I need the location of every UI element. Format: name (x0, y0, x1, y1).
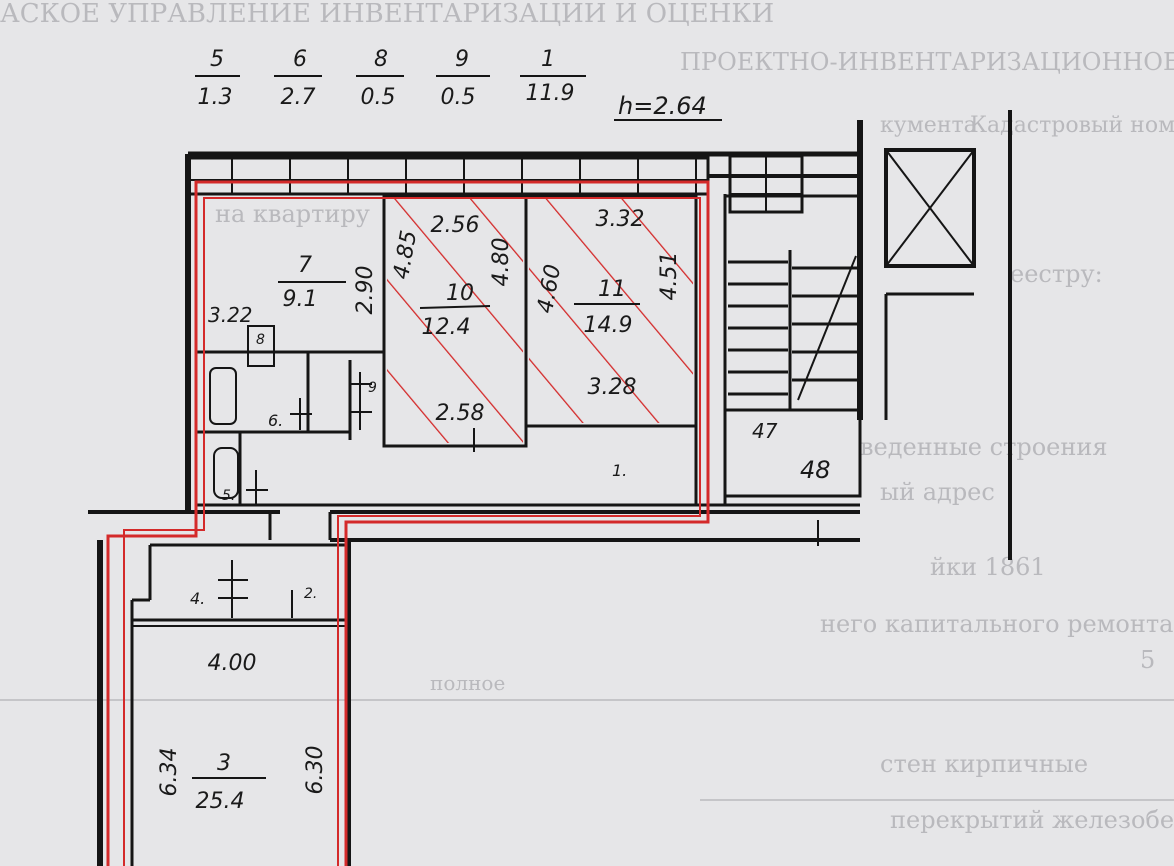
svg-text:2.58: 2.58 (436, 401, 485, 426)
svg-text:6: 6 (293, 47, 307, 72)
svg-text:ПРОЕКТНО-ИНВЕНТАРИЗАЦИОННОЕ БЮ: ПРОЕКТНО-ИНВЕНТАРИЗАЦИОННОЕ БЮРО ГИБ Цен… (680, 48, 1174, 76)
svg-text:на квартиру: на квартиру (215, 200, 370, 228)
ventilation-shaft (884, 148, 976, 268)
legend-item: 8 0.5 (356, 47, 404, 110)
svg-text:4.: 4. (190, 589, 205, 608)
sink (247, 325, 275, 367)
svg-text:2.7: 2.7 (281, 85, 316, 110)
svg-text:25.4: 25.4 (196, 789, 245, 814)
area-legend: 5 1.3 6 2.7 8 0.5 9 0.5 1 11.9 (195, 47, 586, 110)
svg-text:14.9: 14.9 (584, 313, 633, 338)
walls (88, 110, 1012, 866)
svg-text:1.3: 1.3 (198, 85, 233, 110)
svg-text:стен кирпичные: стен кирпичные (880, 750, 1088, 778)
svg-text:4.80: 4.80 (489, 238, 514, 287)
svg-text:47: 47 (752, 419, 778, 443)
room-10-hatch (387, 199, 523, 443)
svg-text:3.32: 3.32 (596, 207, 645, 232)
legend-item: 6 2.7 (274, 47, 322, 110)
svg-text:него капитального ремонта 1976: него капитального ремонта 1976 (820, 610, 1174, 638)
room-11-hatch (529, 199, 693, 423)
svg-text:1.: 1. (612, 461, 627, 480)
apartment-outline (106, 180, 710, 866)
stair-labels: 47 48 (752, 419, 831, 484)
room-11: 11 14.9 3.32 3.28 4.60 4.51 (533, 207, 682, 400)
bathtub (209, 367, 237, 425)
svg-text:9.1: 9.1 (283, 287, 318, 312)
svg-text:3.22: 3.22 (208, 303, 253, 327)
svg-text:йки 1861: йки 1861 (930, 553, 1046, 581)
background-document-text: АСКОЕ УПРАВЛЕНИЕ ИНВЕНТАРИЗАЦИИ И ОЦЕНКИ… (0, 0, 1174, 834)
legend-item: 9 0.5 (436, 47, 490, 110)
svg-text:6.: 6. (268, 411, 283, 430)
svg-text:0.5: 0.5 (361, 85, 396, 110)
svg-text:7: 7 (298, 253, 312, 278)
facade-wall (186, 156, 710, 196)
svg-text:2.90: 2.90 (353, 266, 378, 315)
svg-text:10: 10 (446, 281, 474, 306)
ceiling-height: h=2.64 (618, 92, 707, 120)
svg-text:еестру:: еестру: (1010, 260, 1103, 288)
svg-text:4.00: 4.00 (208, 651, 257, 676)
legend-item: 5 1.3 (195, 47, 240, 110)
svg-text:48: 48 (800, 456, 831, 484)
svg-text:5: 5 (210, 47, 224, 72)
door-markers (218, 372, 819, 618)
svg-text:перекрытий железобетонные: перекрытий железобетонные (890, 806, 1174, 834)
room-7: 7 9.1 2.90 3.22 (208, 253, 378, 327)
svg-text:АСКОЕ УПРАВЛЕНИЕ ИНВЕНТАРИЗАЦИ: АСКОЕ УПРАВЛЕНИЕ ИНВЕНТАРИЗАЦИИ И ОЦЕНКИ (0, 0, 774, 29)
svg-text:2.56: 2.56 (431, 213, 480, 238)
svg-text:ый адрес: ый адрес (880, 478, 995, 506)
legend-item: 1 11.9 (520, 47, 586, 106)
svg-text:11.9: 11.9 (526, 81, 575, 106)
svg-text:6.34: 6.34 (157, 748, 182, 797)
svg-text:Кадастровый номе: Кадастровый номе (970, 113, 1174, 138)
svg-text:полное: полное (430, 671, 505, 695)
svg-text:9: 9 (455, 47, 469, 72)
svg-text:6.30: 6.30 (303, 746, 328, 795)
svg-text:кумента: кумента (880, 113, 977, 138)
room-3: 3 25.4 6.34 6.30 4.00 (157, 651, 328, 814)
svg-text:веденные строения: веденные строения (860, 433, 1108, 461)
svg-text:11: 11 (598, 277, 626, 302)
staircase (723, 194, 862, 498)
svg-text:8: 8 (256, 332, 265, 348)
svg-text:5: 5 (1140, 646, 1155, 674)
svg-text:2.: 2. (304, 586, 317, 602)
svg-text:8: 8 (374, 47, 388, 72)
svg-text:0.5: 0.5 (441, 85, 476, 110)
svg-text:3: 3 (217, 751, 231, 776)
stair-steps (728, 255, 858, 401)
svg-text:12.4: 12.4 (422, 315, 471, 340)
svg-text:3.28: 3.28 (588, 375, 637, 400)
svg-text:4.51: 4.51 (657, 252, 682, 301)
svg-text:9: 9 (368, 380, 377, 396)
svg-text:5.: 5. (222, 488, 235, 504)
toilet (213, 447, 239, 499)
small-room-labels: 6. 9 8 5. 1. 4. 2. (190, 332, 627, 608)
svg-text:1: 1 (541, 47, 555, 72)
